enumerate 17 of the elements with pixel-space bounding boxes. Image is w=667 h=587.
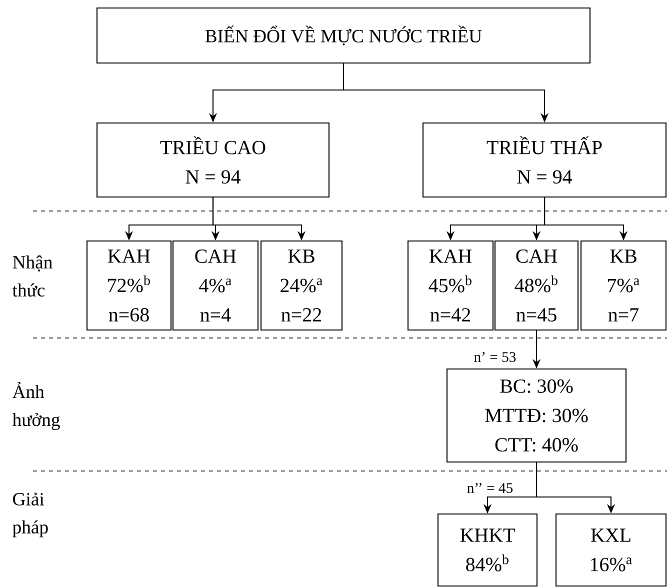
category-box: KAH 72%$^{b}$ n=68 [86, 240, 172, 331]
category-box: KAH 45%$^{b}$ n=42 [407, 240, 494, 331]
sample-size-label: n’ = 53 [474, 352, 516, 362]
row-label: Ảnh hưởng [12, 382, 60, 430]
category-box: KHKT 84%$^{b}$ [437, 513, 538, 587]
group-box: TRIỀU THẤP N = 94 [422, 122, 667, 198]
category-box: CAH 4%$^{a}$ n=4 [172, 240, 259, 331]
sample-size-label: n’’ = 45 [467, 483, 513, 493]
row-label: Nhận thức [12, 255, 52, 297]
group-box: TRIỀU CAO N = 94 [96, 122, 330, 198]
title-box: BIẾN ĐỔI VỀ MỰC NƯỚC TRIỀU [96, 7, 591, 64]
category-box: CAH 48%$^{b}$ n=45 [494, 240, 579, 331]
category-box: KXL 16%$^{a}$ [555, 513, 667, 587]
row-label: Giải pháp [12, 492, 48, 538]
category-box: KB 24%$^{a}$ n=22 [260, 240, 343, 331]
result-box: BC: 30% MTTĐ: 30% CTT: 40% [446, 368, 627, 463]
category-box: KB 7%$^{a}$ n=7 [580, 240, 667, 331]
